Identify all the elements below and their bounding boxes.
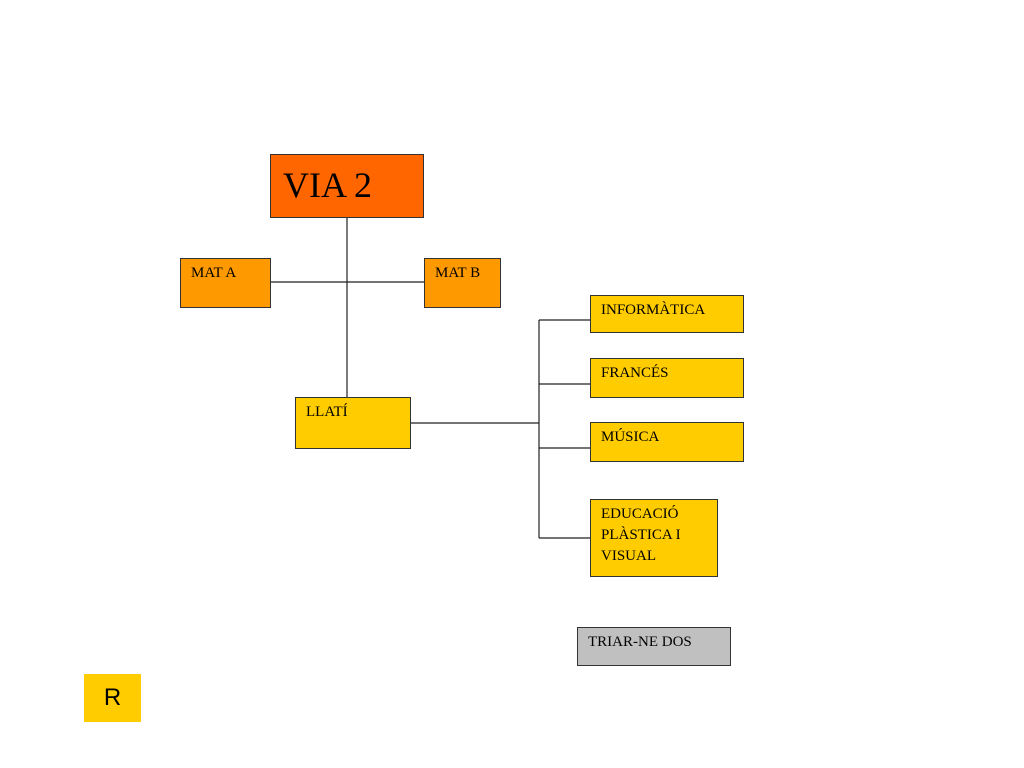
title-box-via-2: VIA 2 — [270, 154, 424, 218]
note-box-triar-ne-dos: TRIAR-NE DOS — [577, 627, 731, 666]
option-box-informatica: INFORMÀTICA — [590, 295, 744, 333]
option-box-educacio-plastica: EDUCACIÓ PLÀSTICA I VISUAL — [590, 499, 718, 577]
box-llati: LLATÍ — [295, 397, 411, 449]
box-mat-b: MAT B — [424, 258, 501, 308]
option-box-frances: FRANCÉS — [590, 358, 744, 398]
option-box-musica: MÚSICA — [590, 422, 744, 462]
return-button[interactable]: R — [84, 674, 141, 722]
box-mat-a: MAT A — [180, 258, 271, 308]
